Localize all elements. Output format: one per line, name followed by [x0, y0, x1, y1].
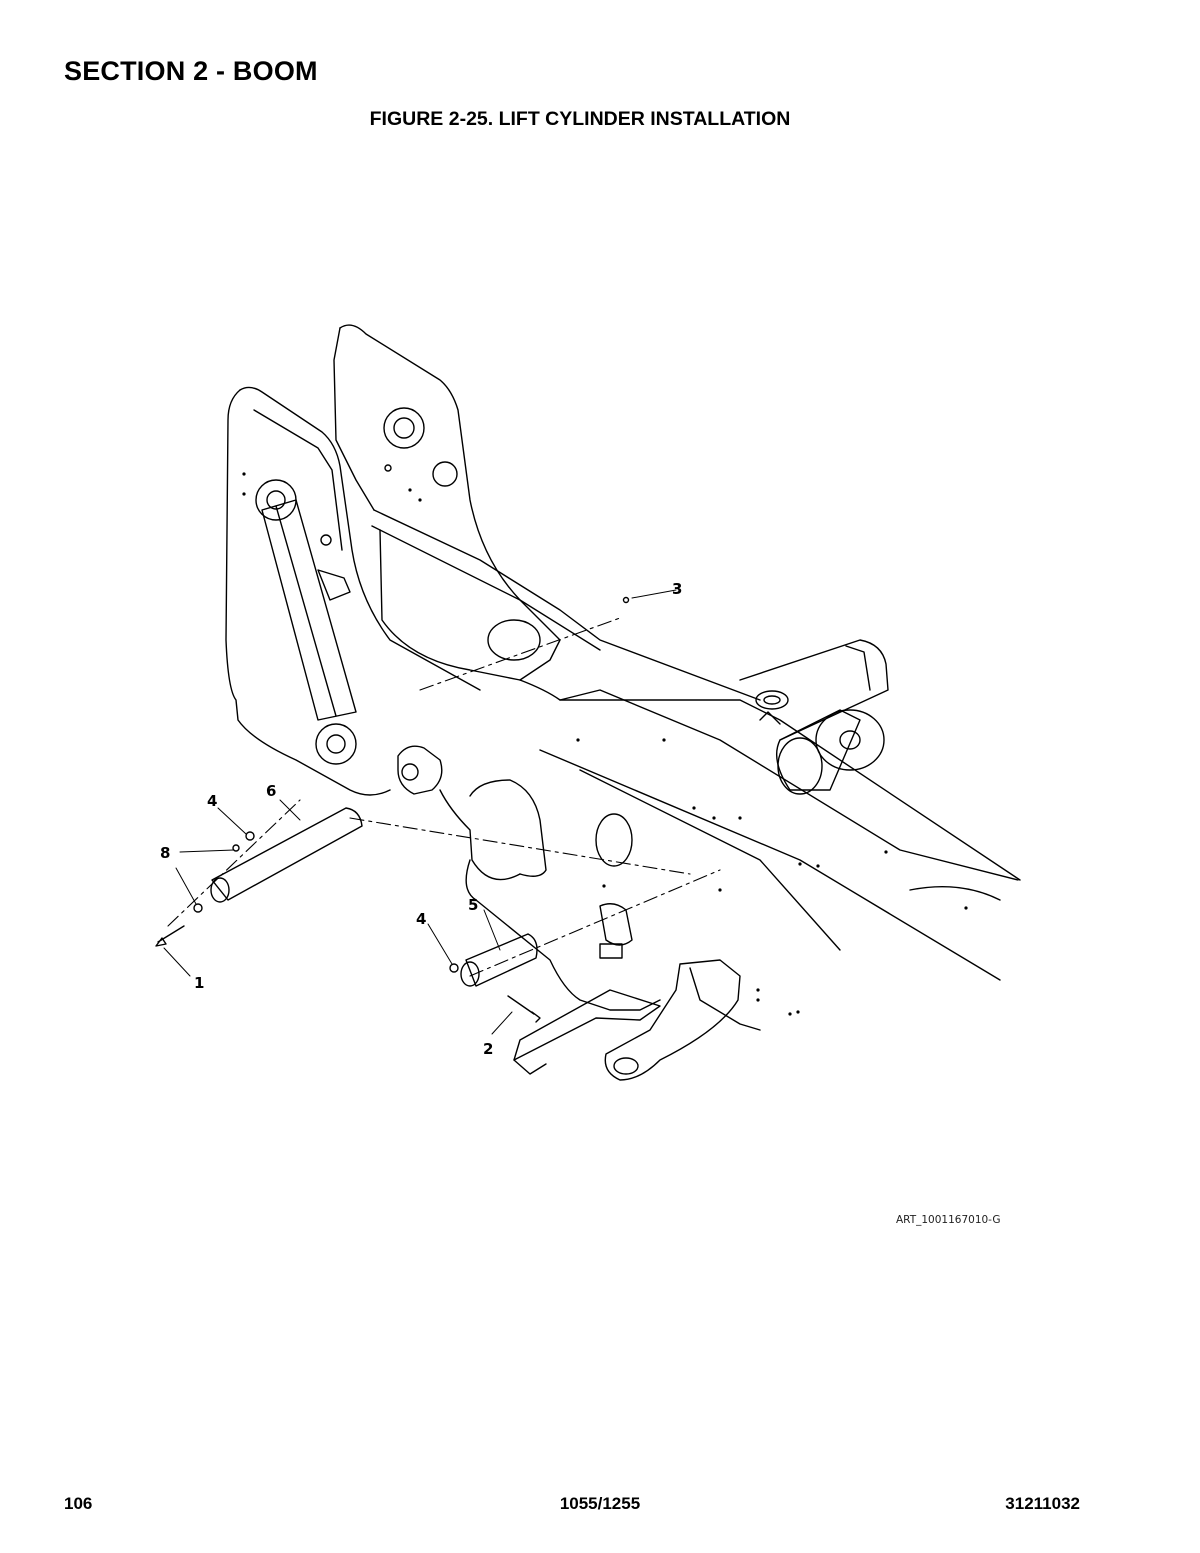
rear-pivot-hole	[383, 407, 425, 449]
callout-4-lower: 4	[416, 910, 426, 928]
callout-3: 3	[672, 580, 682, 598]
front-upright-plate	[239, 386, 481, 691]
lower-bracket	[465, 859, 661, 1011]
lower-pivot-boss	[397, 745, 443, 795]
callout-4-upper: 4	[207, 792, 217, 810]
document-number: 31211032	[1005, 1494, 1080, 1513]
bolt-item-2	[507, 995, 541, 1023]
callout-1: 1	[194, 974, 204, 992]
cylinder-barrel-end	[776, 709, 861, 791]
callout-6: 6	[266, 782, 276, 800]
nut-item-4-lower	[449, 963, 459, 973]
boom-side-plate	[373, 509, 761, 701]
nut-item-4-upper	[245, 831, 255, 841]
section-title: SECTION 2 - BOOM	[64, 56, 318, 86]
bolt-item-1	[155, 925, 185, 947]
figure-title: FIGURE 2-25. LIFT CYLINDER INSTALLATION	[369, 108, 791, 130]
cylinder-upper-eye	[255, 479, 297, 521]
callout-8: 8	[160, 844, 170, 862]
pin-item-6	[211, 807, 363, 901]
art-id: ART_1001167010-G	[896, 1214, 1001, 1226]
crossbar-tube	[739, 639, 889, 741]
page-number: 106	[64, 1494, 93, 1513]
cylinder-lower-eye	[315, 723, 357, 765]
fitting-item-3	[622, 596, 630, 604]
pin-item-5	[465, 933, 538, 987]
callout-2: 2	[483, 1040, 493, 1058]
mount-arm	[604, 959, 741, 1081]
model-number: 1055/1255	[559, 1494, 641, 1513]
rear-upright-plate	[339, 324, 601, 651]
lift-cylinder-body	[261, 499, 357, 721]
callout-5: 5	[468, 896, 478, 914]
boom-lightening-hole	[487, 619, 541, 661]
washer-item-8	[193, 903, 203, 913]
